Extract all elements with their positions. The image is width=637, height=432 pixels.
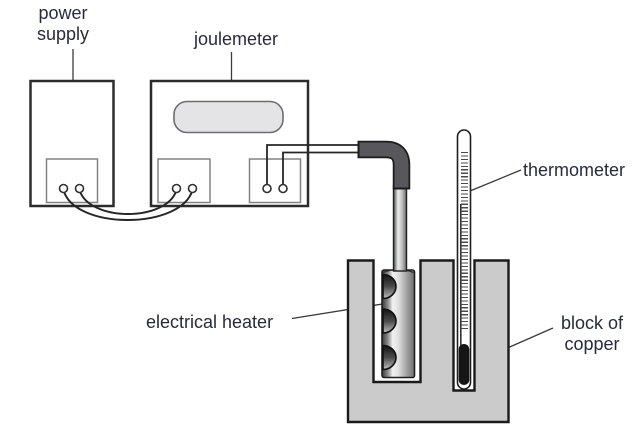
terminals bbox=[58, 183, 288, 194]
joulemeter-display bbox=[173, 100, 284, 134]
leader-lines bbox=[72, 49, 554, 349]
heater-wire-upper bbox=[266, 144, 366, 185]
block-of-copper-label: block of copper bbox=[560, 313, 624, 354]
joulemeter-output-terminal-panel bbox=[248, 158, 302, 204]
terminal bbox=[278, 183, 288, 194]
power-supply-label: power supply bbox=[36, 3, 90, 44]
thermometer-bulb bbox=[458, 344, 470, 385]
terminal bbox=[58, 183, 69, 194]
supply-to-joulemeter-wires bbox=[62, 189, 194, 221]
heater-stem-tube bbox=[392, 185, 408, 272]
heater-coil bbox=[382, 273, 397, 300]
block-of-copper-leader-line bbox=[508, 327, 554, 349]
power-supply-terminal-panel bbox=[45, 158, 99, 204]
terminal bbox=[262, 183, 272, 194]
heater-coil bbox=[382, 344, 397, 371]
joulemeter-input-terminal-panel bbox=[157, 158, 211, 204]
joulemeter-label: joulemeter bbox=[193, 29, 279, 49]
heater-elbow bbox=[359, 142, 409, 188]
copper-block bbox=[346, 259, 510, 424]
terminal bbox=[187, 183, 198, 194]
heater-wire-lower bbox=[282, 151, 366, 185]
electrical-heater-label: electrical heater bbox=[146, 312, 274, 332]
heater-coil bbox=[382, 308, 397, 334]
joulemeter-to-heater-wires bbox=[266, 144, 366, 185]
terminal bbox=[74, 183, 85, 194]
thermometer-scale-ticks bbox=[460, 152, 468, 330]
thermometer-label: thermometer bbox=[523, 160, 626, 180]
electrical-heater-leader-line bbox=[291, 301, 396, 320]
terminal bbox=[171, 183, 182, 194]
wire-outer bbox=[62, 189, 194, 221]
wire-inner bbox=[78, 189, 178, 215]
heater-element-coils bbox=[382, 273, 397, 371]
thermometer-leader-line bbox=[469, 169, 522, 192]
